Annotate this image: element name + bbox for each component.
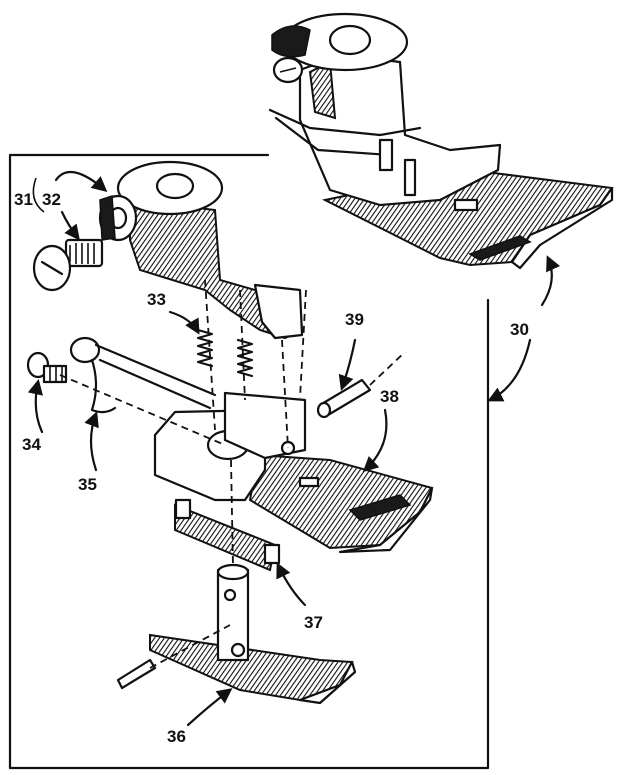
label-38: 38 <box>380 387 399 406</box>
assembly-lines <box>59 279 406 669</box>
lever-spring <box>69 336 217 414</box>
hinge-pin <box>316 378 372 419</box>
assembled-presser-foot <box>268 12 614 270</box>
exploded-view-frame <box>8 153 490 770</box>
label-36: 36 <box>167 727 186 746</box>
label-33: 33 <box>147 290 166 309</box>
label-35: 35 <box>78 475 97 494</box>
presser-foot-clamp <box>98 160 304 340</box>
label-37: 37 <box>304 613 323 632</box>
thumb-screw <box>32 238 104 292</box>
feed-bar <box>174 498 281 572</box>
springs <box>196 328 254 378</box>
label-31: 31 <box>14 190 33 209</box>
label-32: 32 <box>42 190 61 209</box>
label-39: 39 <box>345 310 364 329</box>
small-screw <box>26 351 68 384</box>
toe-and-stem <box>116 563 357 705</box>
label-30: 30 <box>510 320 529 339</box>
part-labels: 30 31 32 33 34 35 36 37 38 39 <box>14 190 529 746</box>
label-34: 34 <box>22 435 41 454</box>
leader-arrows <box>27 170 561 727</box>
presser-foot-body <box>153 391 434 554</box>
